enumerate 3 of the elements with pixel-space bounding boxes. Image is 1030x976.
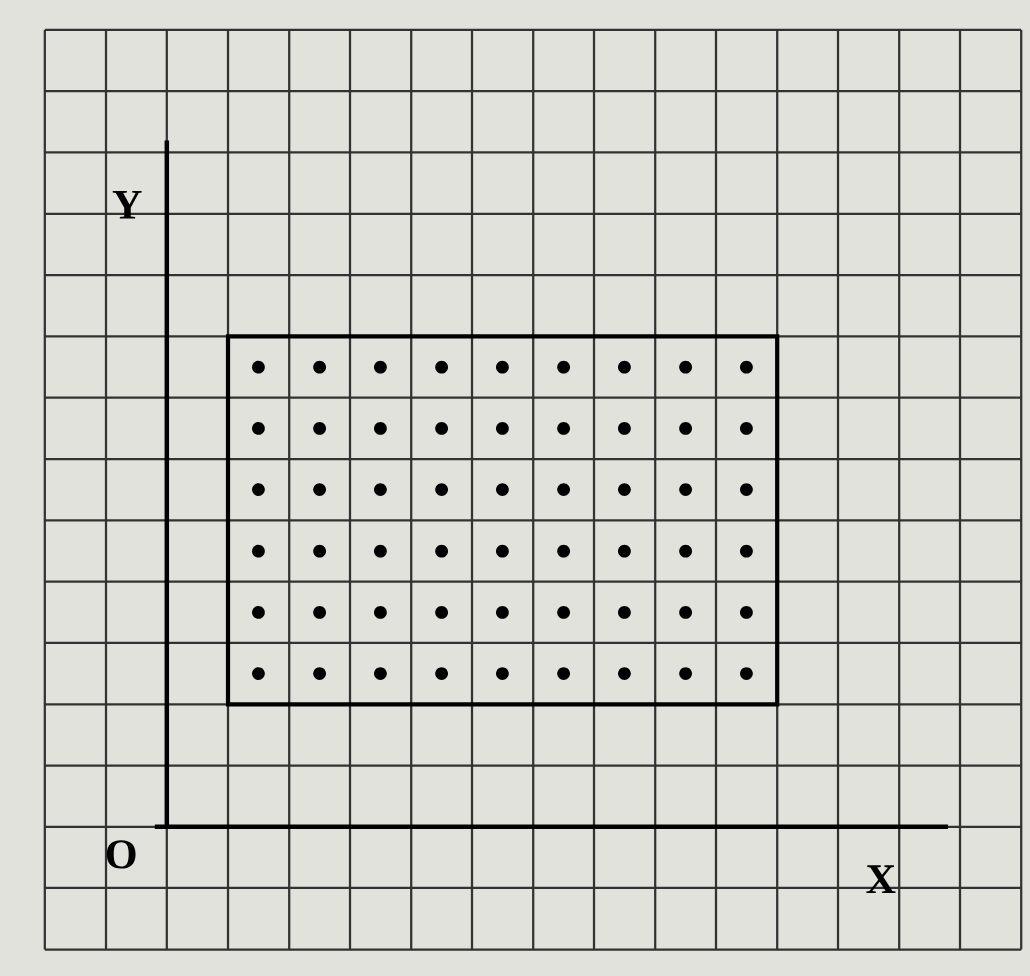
axis-label: X	[866, 865, 896, 893]
axis-label: Y	[112, 190, 142, 219]
axis-label: O	[106, 840, 136, 869]
